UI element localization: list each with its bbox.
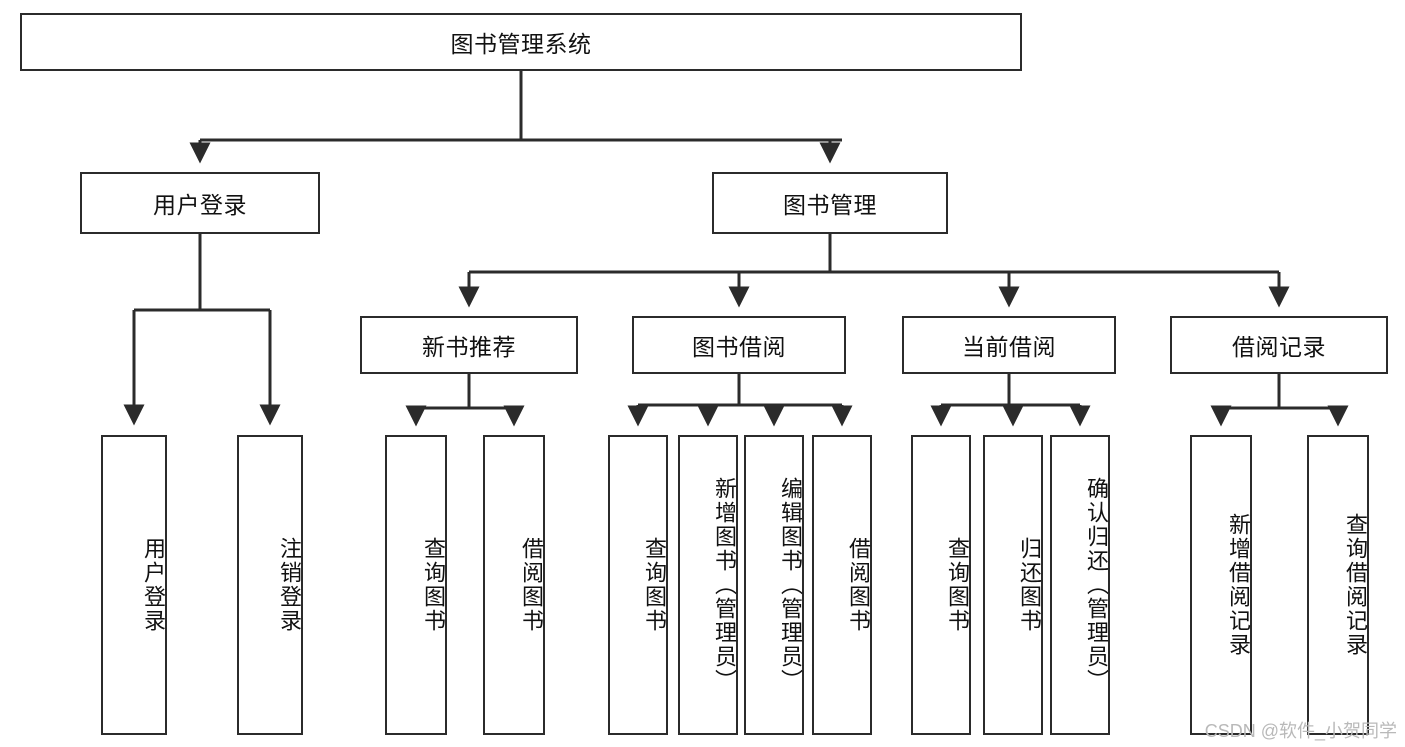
leaf-user-login[interactable]: 用户登录 (101, 435, 167, 735)
leaf-return-book-label: 归还图书 (1017, 537, 1042, 633)
leaf-logout-label: 注销登录 (277, 537, 302, 633)
leaf-confirm-return-admin[interactable]: 确认归还（管理员） (1050, 435, 1110, 735)
leaf-query-borrow-record[interactable]: 查询借阅记录 (1307, 435, 1369, 735)
node-user-login[interactable]: 用户登录 (80, 172, 320, 234)
leaf-query-book-borrow-label: 查询图书 (642, 537, 667, 633)
leaf-query-borrow-record-label: 查询借阅记录 (1343, 513, 1368, 657)
leaf-query-book-current-label: 查询图书 (945, 537, 970, 633)
node-current-borrow-label: 当前借阅 (962, 334, 1056, 360)
node-book-management[interactable]: 图书管理 (712, 172, 948, 234)
node-new-book-recommend-label: 新书推荐 (422, 334, 516, 360)
leaf-add-book-admin-label: 新增图书（管理员） (712, 477, 737, 693)
node-user-login-label: 用户登录 (153, 192, 247, 218)
leaf-add-borrow-record-label: 新增借阅记录 (1226, 513, 1251, 657)
leaf-edit-book-admin[interactable]: 编辑图书（管理员） (744, 435, 804, 735)
node-root[interactable]: 图书管理系统 (20, 13, 1022, 71)
node-current-borrow[interactable]: 当前借阅 (902, 316, 1116, 374)
watermark: CSDN @软件_小贺同学 (1204, 721, 1397, 741)
node-book-borrow-label: 图书借阅 (692, 334, 786, 360)
leaf-add-book-admin[interactable]: 新增图书（管理员） (678, 435, 738, 735)
leaf-borrow-book[interactable]: 借阅图书 (812, 435, 872, 735)
leaf-add-borrow-record[interactable]: 新增借阅记录 (1190, 435, 1252, 735)
leaf-borrow-book-label: 借阅图书 (846, 537, 871, 633)
leaf-query-book-borrow[interactable]: 查询图书 (608, 435, 668, 735)
leaf-logout[interactable]: 注销登录 (237, 435, 303, 735)
node-borrow-record[interactable]: 借阅记录 (1170, 316, 1388, 374)
leaf-confirm-return-admin-label: 确认归还（管理员） (1084, 477, 1109, 693)
leaf-query-book-recommend[interactable]: 查询图书 (385, 435, 447, 735)
leaf-query-book-current[interactable]: 查询图书 (911, 435, 971, 735)
leaf-borrow-book-recommend-label: 借阅图书 (519, 537, 544, 633)
node-book-borrow[interactable]: 图书借阅 (632, 316, 846, 374)
node-borrow-record-label: 借阅记录 (1232, 334, 1326, 360)
leaf-edit-book-admin-label: 编辑图书（管理员） (778, 477, 803, 693)
node-book-management-label: 图书管理 (783, 192, 877, 218)
node-root-label: 图书管理系统 (450, 31, 592, 57)
leaf-query-book-recommend-label: 查询图书 (421, 537, 446, 633)
node-new-book-recommend[interactable]: 新书推荐 (360, 316, 578, 374)
leaf-user-login-label: 用户登录 (141, 537, 166, 633)
leaf-return-book[interactable]: 归还图书 (983, 435, 1043, 735)
leaf-borrow-book-recommend[interactable]: 借阅图书 (483, 435, 545, 735)
